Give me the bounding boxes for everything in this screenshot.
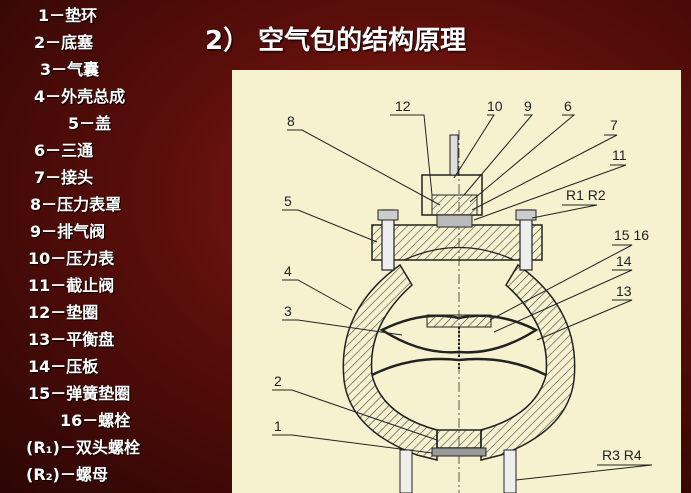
valve-body: [436, 214, 473, 228]
legend-item-7: 7－接头: [34, 168, 94, 187]
pad-ring: [431, 447, 487, 457]
legend-item-4: 4－外壳总成: [34, 87, 126, 106]
legend-item-3: 3－气囊: [40, 60, 100, 79]
cover-dome: [403, 247, 515, 261]
legend-item-r2: (R₂)－螺母: [26, 465, 108, 484]
callout-2: 2: [274, 373, 282, 389]
bottom-plug: [436, 429, 482, 449]
callout-11: 11: [612, 147, 627, 163]
callout-3: 3: [284, 303, 292, 319]
legend-item-r1: (R₁)－双头螺栓: [26, 438, 140, 457]
legend-item-10: 10－压力表: [28, 249, 115, 268]
legend-item-15: 15－弹簧垫圈: [28, 384, 131, 403]
outer-shell-right: [480, 263, 576, 461]
legend-item-8: 8－压力表罩: [30, 195, 122, 214]
legend-item-16: 16－螺栓: [60, 411, 131, 430]
callout-10: 10: [487, 98, 503, 114]
callout-15-16: 15 16: [614, 227, 649, 243]
callout-5: 5: [284, 193, 292, 209]
legend-item-9: 9－排气阀: [30, 222, 106, 241]
legend-item-6: 6－三通: [34, 141, 94, 160]
callout-r1-r2: R1 R2: [566, 187, 606, 203]
callout-14: 14: [616, 253, 632, 269]
leader-lines: [272, 114, 653, 481]
pressure-plate: [426, 314, 492, 328]
cover: [371, 224, 543, 261]
legend-item-13: 13－平衡盘: [28, 330, 115, 349]
nut-left: [377, 209, 399, 221]
legend-item-11: 11－截止阀: [28, 276, 115, 295]
gauge-stem: [449, 134, 459, 176]
callout-4: 4: [284, 263, 292, 279]
outer-shell: [342, 263, 438, 461]
page-title: 2） 空气包的结构原理: [205, 26, 467, 56]
parts-legend: 1－垫环 2－底塞 3－气囊 4－外壳总成 5－盖 6－三通 7－接头 8－压力…: [0, 0, 200, 493]
air-chamber-cross-section: 12 10 9 6 7 8 11 R1 R2 5 15 16 14 4 13 3…: [272, 98, 653, 493]
nut-right: [515, 209, 537, 221]
callout-12: 12: [395, 98, 411, 114]
diagram-panel: 12 10 9 6 7 8 11 R1 R2 5 15 16 14 4 13 3…: [232, 70, 681, 493]
callout-13: 13: [616, 283, 632, 299]
callout-7: 7: [610, 117, 618, 133]
legend-item-14: 14－压板: [28, 357, 99, 376]
bottom-bolt-left: [399, 449, 413, 493]
callout-9: 9: [524, 98, 532, 114]
callout-8: 8: [287, 113, 295, 129]
legend-item-1: 1－垫环: [38, 6, 98, 25]
callout-6: 6: [564, 98, 572, 114]
legend-item-2: 2－底塞: [34, 33, 94, 52]
callout-r3-r4: R3 R4: [602, 447, 642, 463]
legend-item-12: 12－垫圈: [28, 303, 99, 322]
tee-fitting: [431, 194, 478, 216]
bottom-bolt-right: [503, 449, 517, 493]
callout-1: 1: [274, 418, 282, 434]
legend-item-5: 5－盖: [68, 114, 112, 133]
